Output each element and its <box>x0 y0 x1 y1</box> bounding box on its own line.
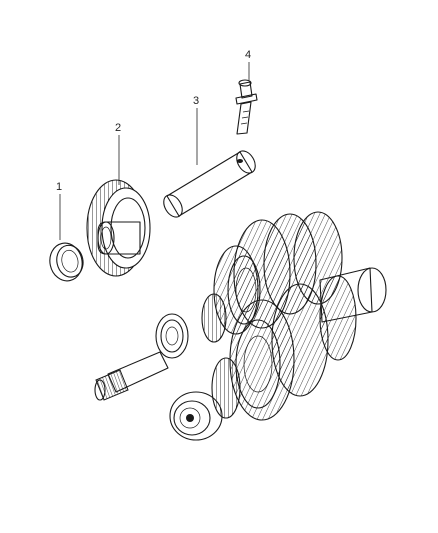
bolt-part <box>235 79 258 135</box>
gear-part <box>86 179 151 277</box>
callout-1: 1 <box>56 181 62 240</box>
callout-label-1: 1 <box>56 181 62 193</box>
callout-label-3: 3 <box>193 95 199 107</box>
callout-label-2: 2 <box>115 122 121 134</box>
callout-2: 2 <box>115 122 121 185</box>
callout-3: 3 <box>193 95 199 165</box>
callout-4: 4 <box>245 49 251 80</box>
washer-part <box>49 242 84 282</box>
callout-label-4: 4 <box>245 49 251 61</box>
gear-cluster-assembly <box>94 211 387 441</box>
shaft-part <box>163 150 256 218</box>
